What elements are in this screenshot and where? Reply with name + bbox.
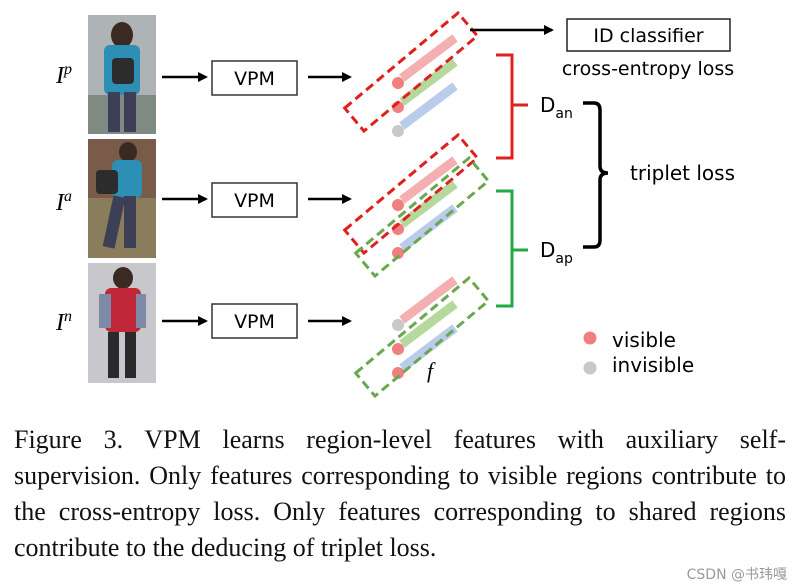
input-label-n: In bbox=[55, 308, 72, 336]
svg-text:VPM: VPM bbox=[234, 311, 275, 333]
distance-an-label: Dan bbox=[540, 93, 573, 122]
input-label-a: Ia bbox=[55, 188, 72, 216]
vpm-box-p: VPM bbox=[211, 60, 298, 96]
feature-dot-n-2 bbox=[392, 343, 404, 355]
feature-dot-n-3 bbox=[392, 367, 404, 379]
person-image-p bbox=[88, 15, 156, 134]
green-dashed-box-n bbox=[353, 275, 491, 399]
feature-dot-p-3 bbox=[392, 125, 404, 137]
legend-invisible-dot bbox=[583, 361, 597, 375]
watermark: CSDN @书玮嘎 bbox=[686, 567, 787, 583]
feature-label-f: f bbox=[427, 358, 436, 383]
triplet-loss-label: triplet loss bbox=[630, 161, 735, 185]
bracket-ap bbox=[496, 189, 528, 308]
triplet-brace bbox=[583, 101, 609, 249]
red-dashed-box-p bbox=[342, 10, 480, 134]
distance-ap-label: Dap bbox=[540, 238, 573, 267]
figure-caption: Figure 3. VPM learns region-level featur… bbox=[14, 425, 786, 562]
feature-dot-p-1 bbox=[392, 77, 404, 89]
input-label-p: Ip bbox=[55, 61, 72, 89]
feature-dot-n-1 bbox=[392, 319, 404, 331]
bracket-an bbox=[496, 53, 528, 160]
person-image-n bbox=[88, 263, 156, 383]
feature-dot-a-1 bbox=[392, 199, 404, 211]
vpm-box-a: VPM bbox=[211, 182, 298, 218]
svg-text:VPM: VPM bbox=[234, 190, 275, 212]
feature-bar-n-1 bbox=[399, 276, 458, 324]
legend-visible-label: visible bbox=[612, 328, 676, 352]
person-image-a bbox=[88, 139, 156, 258]
feature-bar-p-2 bbox=[399, 58, 458, 106]
feature-stacks bbox=[392, 34, 458, 379]
svg-text:ID classifier: ID classifier bbox=[593, 25, 703, 47]
cross-entropy-loss-label: cross-entropy loss bbox=[562, 58, 734, 80]
legend-invisible-label: invisible bbox=[612, 353, 694, 377]
green-dashed-box-a bbox=[353, 155, 491, 279]
feature-bar-a-2 bbox=[399, 180, 458, 228]
feature-bar-p-1 bbox=[399, 34, 458, 82]
feature-bar-n-2 bbox=[399, 300, 458, 348]
feature-dot-a-3 bbox=[392, 247, 404, 259]
feature-bar-a-1 bbox=[399, 156, 458, 204]
legend-visible-dot bbox=[583, 331, 597, 345]
id-classifier-box: ID classifier bbox=[566, 18, 731, 52]
feature-bar-p-3 bbox=[399, 82, 458, 130]
vpm-box-n: VPM bbox=[211, 303, 298, 339]
vpm-diagram: Ip Ia In VPM VPM VPM ID classifier cross… bbox=[55, 10, 735, 399]
svg-text:VPM: VPM bbox=[234, 68, 275, 90]
